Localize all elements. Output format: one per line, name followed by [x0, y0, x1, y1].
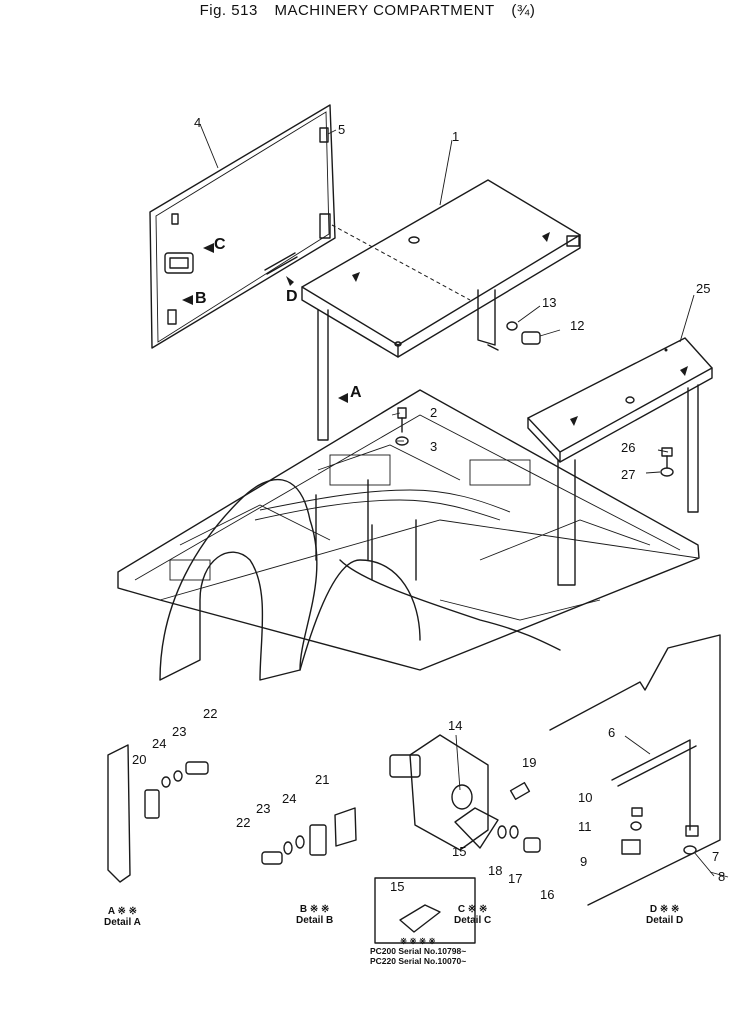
callout-arrows	[182, 243, 348, 403]
machine-frame	[117, 389, 700, 671]
detail-a-caption: A ※ ※ Detail A	[104, 906, 141, 928]
bolt-2-washer-3	[395, 407, 409, 446]
detail-a-name: Detail A	[104, 917, 141, 928]
part-label-1: 1	[452, 129, 460, 144]
part-label-3: 3	[430, 439, 438, 454]
detail-d-name: Detail D	[646, 915, 684, 926]
serial-code: ※ ※ ※ ※	[400, 936, 436, 946]
serial-pc200: PC200 Serial No.10798~	[370, 946, 467, 956]
support-stays	[317, 289, 499, 441]
callout-c: C	[214, 236, 226, 253]
serial-note: ※ ※ ※ ※ PC200 Serial No.10798~ PC220 Ser…	[370, 936, 466, 966]
boom-structure	[159, 478, 561, 681]
part-label-2: 2	[430, 405, 438, 420]
figure-number: Fig. 513	[199, 2, 258, 19]
part-label-6: 6	[608, 725, 616, 740]
part-label-8: 8	[718, 869, 726, 884]
part-label-19: 19	[522, 755, 537, 770]
detail-c-caption: C ※ ※ Detail C	[454, 904, 491, 926]
part-label-26: 26	[621, 440, 636, 455]
serial-pc220: PC220 Serial No.10070~	[370, 956, 467, 966]
detail-b-drawing	[261, 807, 357, 865]
part-label-21: 21	[315, 772, 330, 787]
bolt-26-washer-27	[660, 447, 674, 477]
part-label-20: 20	[132, 752, 147, 767]
detail-d-code: D ※ ※	[649, 904, 680, 915]
part-label-5: 5	[338, 122, 346, 137]
part-label-9: 9	[580, 854, 588, 869]
figure-title: Fig. 513 MACHINERY COMPARTMENT (¾)	[0, 2, 735, 19]
part-label-23a: 23	[172, 724, 187, 739]
detail-d-caption: D ※ ※ Detail D	[646, 904, 683, 926]
top-cover	[301, 179, 581, 358]
part-label-24a: 24	[152, 736, 167, 751]
detail-c-code: C ※ ※	[457, 904, 488, 915]
figure-part: (¾)	[511, 2, 536, 19]
part-label-10: 10	[578, 790, 593, 805]
part-label-22b: 22	[236, 815, 251, 830]
part-label-16: 16	[540, 887, 555, 902]
detail-b-caption: B ※ ※ Detail B	[296, 904, 333, 926]
part-label-18: 18	[488, 863, 503, 878]
detail-c-name: Detail C	[454, 915, 492, 926]
part-label-12: 12	[570, 318, 585, 333]
part-label-14: 14	[448, 718, 463, 733]
part-label-15-inset: 15	[390, 879, 405, 894]
detail-a-drawing	[107, 744, 209, 883]
part-label-4: 4	[194, 115, 202, 130]
callout-d: D	[286, 288, 298, 305]
detail-a-code: A ※ ※	[107, 906, 138, 917]
part-label-7: 7	[712, 849, 720, 864]
part-label-25: 25	[696, 281, 711, 296]
detail-b-code: B ※ ※	[299, 904, 330, 915]
detail-c-drawing	[374, 734, 541, 944]
part-label-24b: 24	[282, 791, 297, 806]
leader-lines	[199, 123, 729, 878]
part-label-27: 27	[621, 467, 636, 482]
part-label-23b: 23	[256, 801, 271, 816]
part-label-22a: 22	[203, 706, 218, 721]
part-label-13: 13	[542, 295, 557, 310]
right-cover	[527, 337, 713, 586]
callout-a: A	[350, 384, 362, 401]
detail-b-name: Detail B	[296, 915, 334, 926]
part-label-15: 15	[452, 844, 467, 859]
figure-name: MACHINERY COMPARTMENT	[274, 2, 495, 19]
bolt-12-washer-13	[506, 321, 541, 345]
side-cover-panel	[149, 104, 336, 349]
callout-b: B	[195, 290, 207, 307]
part-label-17: 17	[508, 871, 523, 886]
detail-d-drawing	[549, 634, 721, 906]
part-label-11: 11	[578, 819, 592, 834]
